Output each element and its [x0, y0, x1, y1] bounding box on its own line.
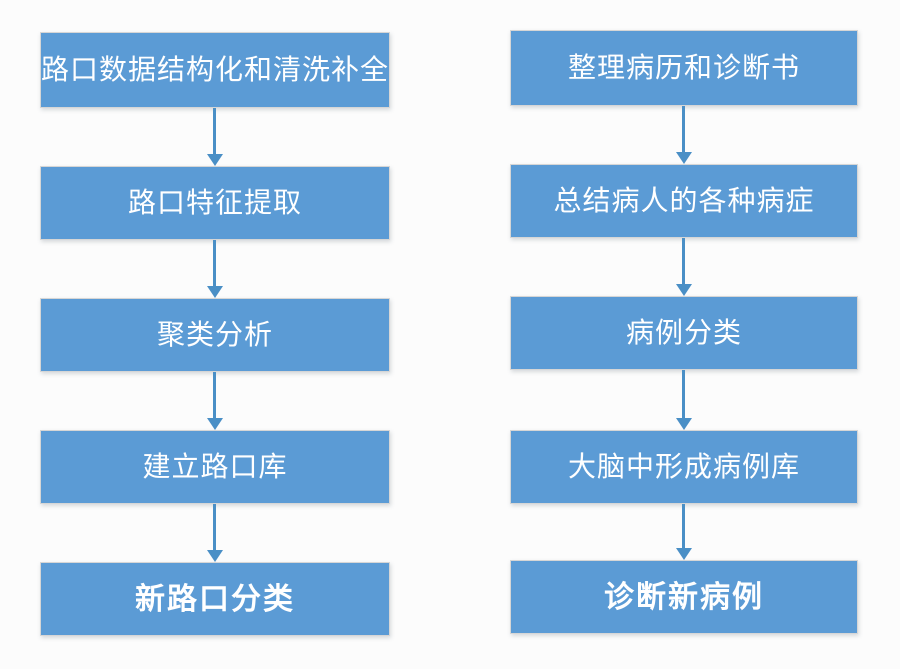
- arrow-stem: [213, 504, 216, 550]
- flow-node-left-1[interactable]: 路口数据结构化和清洗补全: [40, 32, 390, 108]
- arrow-head: [207, 550, 223, 562]
- flow-node-label: 整理病历和诊断书: [567, 51, 800, 83]
- flow-node-right-4[interactable]: 大脑中形成病例库: [510, 430, 858, 504]
- flow-arrow-down-icon: [676, 504, 692, 560]
- flow-node-left-5[interactable]: 新路口分类: [40, 562, 390, 636]
- flow-node-label: 诊断新病例: [604, 580, 764, 614]
- arrow-head: [676, 418, 692, 430]
- flow-node-label: 病例分类: [625, 316, 742, 348]
- flow-node-right-2[interactable]: 总结病人的各种病症: [510, 164, 858, 238]
- flow-node-label: 路口数据结构化和清洗补全: [41, 53, 390, 85]
- flow-node-right-5[interactable]: 诊断新病例: [510, 560, 858, 634]
- arrow-head: [676, 284, 692, 296]
- flow-arrow-down-icon: [676, 106, 692, 164]
- flow-node-left-2[interactable]: 路口特征提取: [40, 166, 390, 240]
- flow-node-right-1[interactable]: 整理病历和诊断书: [510, 30, 858, 106]
- flow-node-label: 聚类分析: [156, 318, 273, 350]
- arrow-head: [207, 418, 223, 430]
- arrow-stem: [682, 370, 685, 418]
- flow-arrow-down-icon: [676, 238, 692, 296]
- flow-node-label: 路口特征提取: [127, 186, 302, 218]
- flow-node-right-3[interactable]: 病例分类: [510, 296, 858, 370]
- arrow-stem: [213, 240, 216, 286]
- flow-arrow-down-icon: [207, 108, 223, 166]
- arrow-head: [676, 152, 692, 164]
- flow-arrow-down-icon: [676, 370, 692, 430]
- arrow-stem: [682, 106, 685, 152]
- arrow-head: [207, 286, 223, 298]
- flow-node-label: 新路口分类: [135, 582, 295, 616]
- flow-column-medical-diagnosis-analogy: 整理病历和诊断书 总结病人的各种病症 病例分类 大脑中形成病例库 诊断新: [510, 0, 858, 669]
- flow-node-left-3[interactable]: 聚类分析: [40, 298, 390, 372]
- flow-arrow-down-icon: [207, 372, 223, 430]
- arrow-stem: [213, 108, 216, 154]
- flow-column-road-intersection-pipeline: 路口数据结构化和清洗补全 路口特征提取 聚类分析 建立路口库 新路口分类: [40, 0, 390, 669]
- flow-node-label: 大脑中形成病例库: [567, 450, 800, 482]
- flow-node-left-4[interactable]: 建立路口库: [40, 430, 390, 504]
- flow-arrow-down-icon: [207, 240, 223, 298]
- arrow-head: [676, 548, 692, 560]
- flow-arrow-down-icon: [207, 504, 223, 562]
- flow-node-label: 总结病人的各种病症: [553, 184, 815, 216]
- arrow-stem: [682, 238, 685, 284]
- flow-node-label: 建立路口库: [142, 450, 288, 482]
- arrow-stem: [213, 372, 216, 418]
- arrow-stem: [682, 504, 685, 548]
- arrow-head: [207, 154, 223, 166]
